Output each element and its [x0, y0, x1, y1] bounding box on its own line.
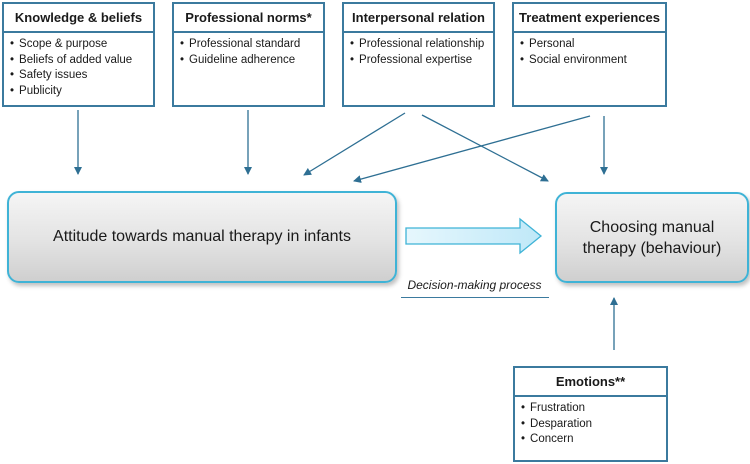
- factor-item: Publicity: [10, 84, 153, 100]
- factor-box-knowledge: Knowledge & beliefs Scope & purpose Beli…: [2, 2, 155, 107]
- factor-list-professional-norms: Professional standard Guideline adherenc…: [174, 33, 323, 68]
- behaviour-box: Choosing manual therapy (behaviour): [555, 192, 749, 283]
- emotions-box: Emotions** Frustration Desparation Conce…: [513, 366, 668, 462]
- factor-list-interpersonal: Professional relationship Professional e…: [344, 33, 493, 68]
- factor-item: Guideline adherence: [180, 53, 323, 69]
- decision-process-label: Decision-making process: [407, 278, 542, 292]
- factor-list-treatment: Personal Social environment: [514, 33, 665, 68]
- emotion-item: Frustration: [521, 401, 666, 417]
- emotions-list: Frustration Desparation Concern: [515, 397, 666, 448]
- attitude-box: Attitude towards manual therapy in infan…: [7, 191, 397, 283]
- factor-item: Professional relationship: [350, 37, 493, 53]
- factor-box-professional-norms: Professional norms* Professional standar…: [172, 2, 325, 107]
- factor-item: Social environment: [520, 53, 665, 69]
- factor-item: Professional expertise: [350, 53, 493, 69]
- factor-list-knowledge: Scope & purpose Beliefs of added value S…: [4, 33, 153, 99]
- factor-item: Scope & purpose: [10, 37, 153, 53]
- factor-item: Professional standard: [180, 37, 323, 53]
- attitude-label: Attitude towards manual therapy in infan…: [53, 228, 351, 245]
- factor-item: Personal: [520, 37, 665, 53]
- factor-item: Beliefs of added value: [10, 53, 153, 69]
- decision-process-arrow: [405, 217, 543, 255]
- factor-title-professional-norms: Professional norms*: [174, 4, 323, 33]
- emotion-item: Concern: [521, 432, 666, 448]
- factor-title-knowledge: Knowledge & beliefs: [4, 4, 153, 33]
- factor-title-interpersonal: Interpersonal relation: [344, 4, 493, 33]
- arrow-interpersonal-to-behaviour: [421, 114, 549, 182]
- factor-item: Safety issues: [10, 68, 153, 84]
- factor-title-treatment: Treatment experiences: [514, 4, 665, 33]
- factor-box-treatment: Treatment experiences Personal Social en…: [512, 2, 667, 107]
- factor-box-interpersonal: Interpersonal relation Professional rela…: [342, 2, 495, 107]
- behaviour-label: Choosing manual therapy (behaviour): [582, 218, 722, 257]
- emotion-item: Desparation: [521, 417, 666, 433]
- arrow-interpersonal-to-attitude: [303, 112, 406, 176]
- emotions-title: Emotions**: [515, 368, 666, 397]
- arrow-treatment-to-attitude: [353, 115, 591, 183]
- decision-process-underline: [401, 297, 549, 298]
